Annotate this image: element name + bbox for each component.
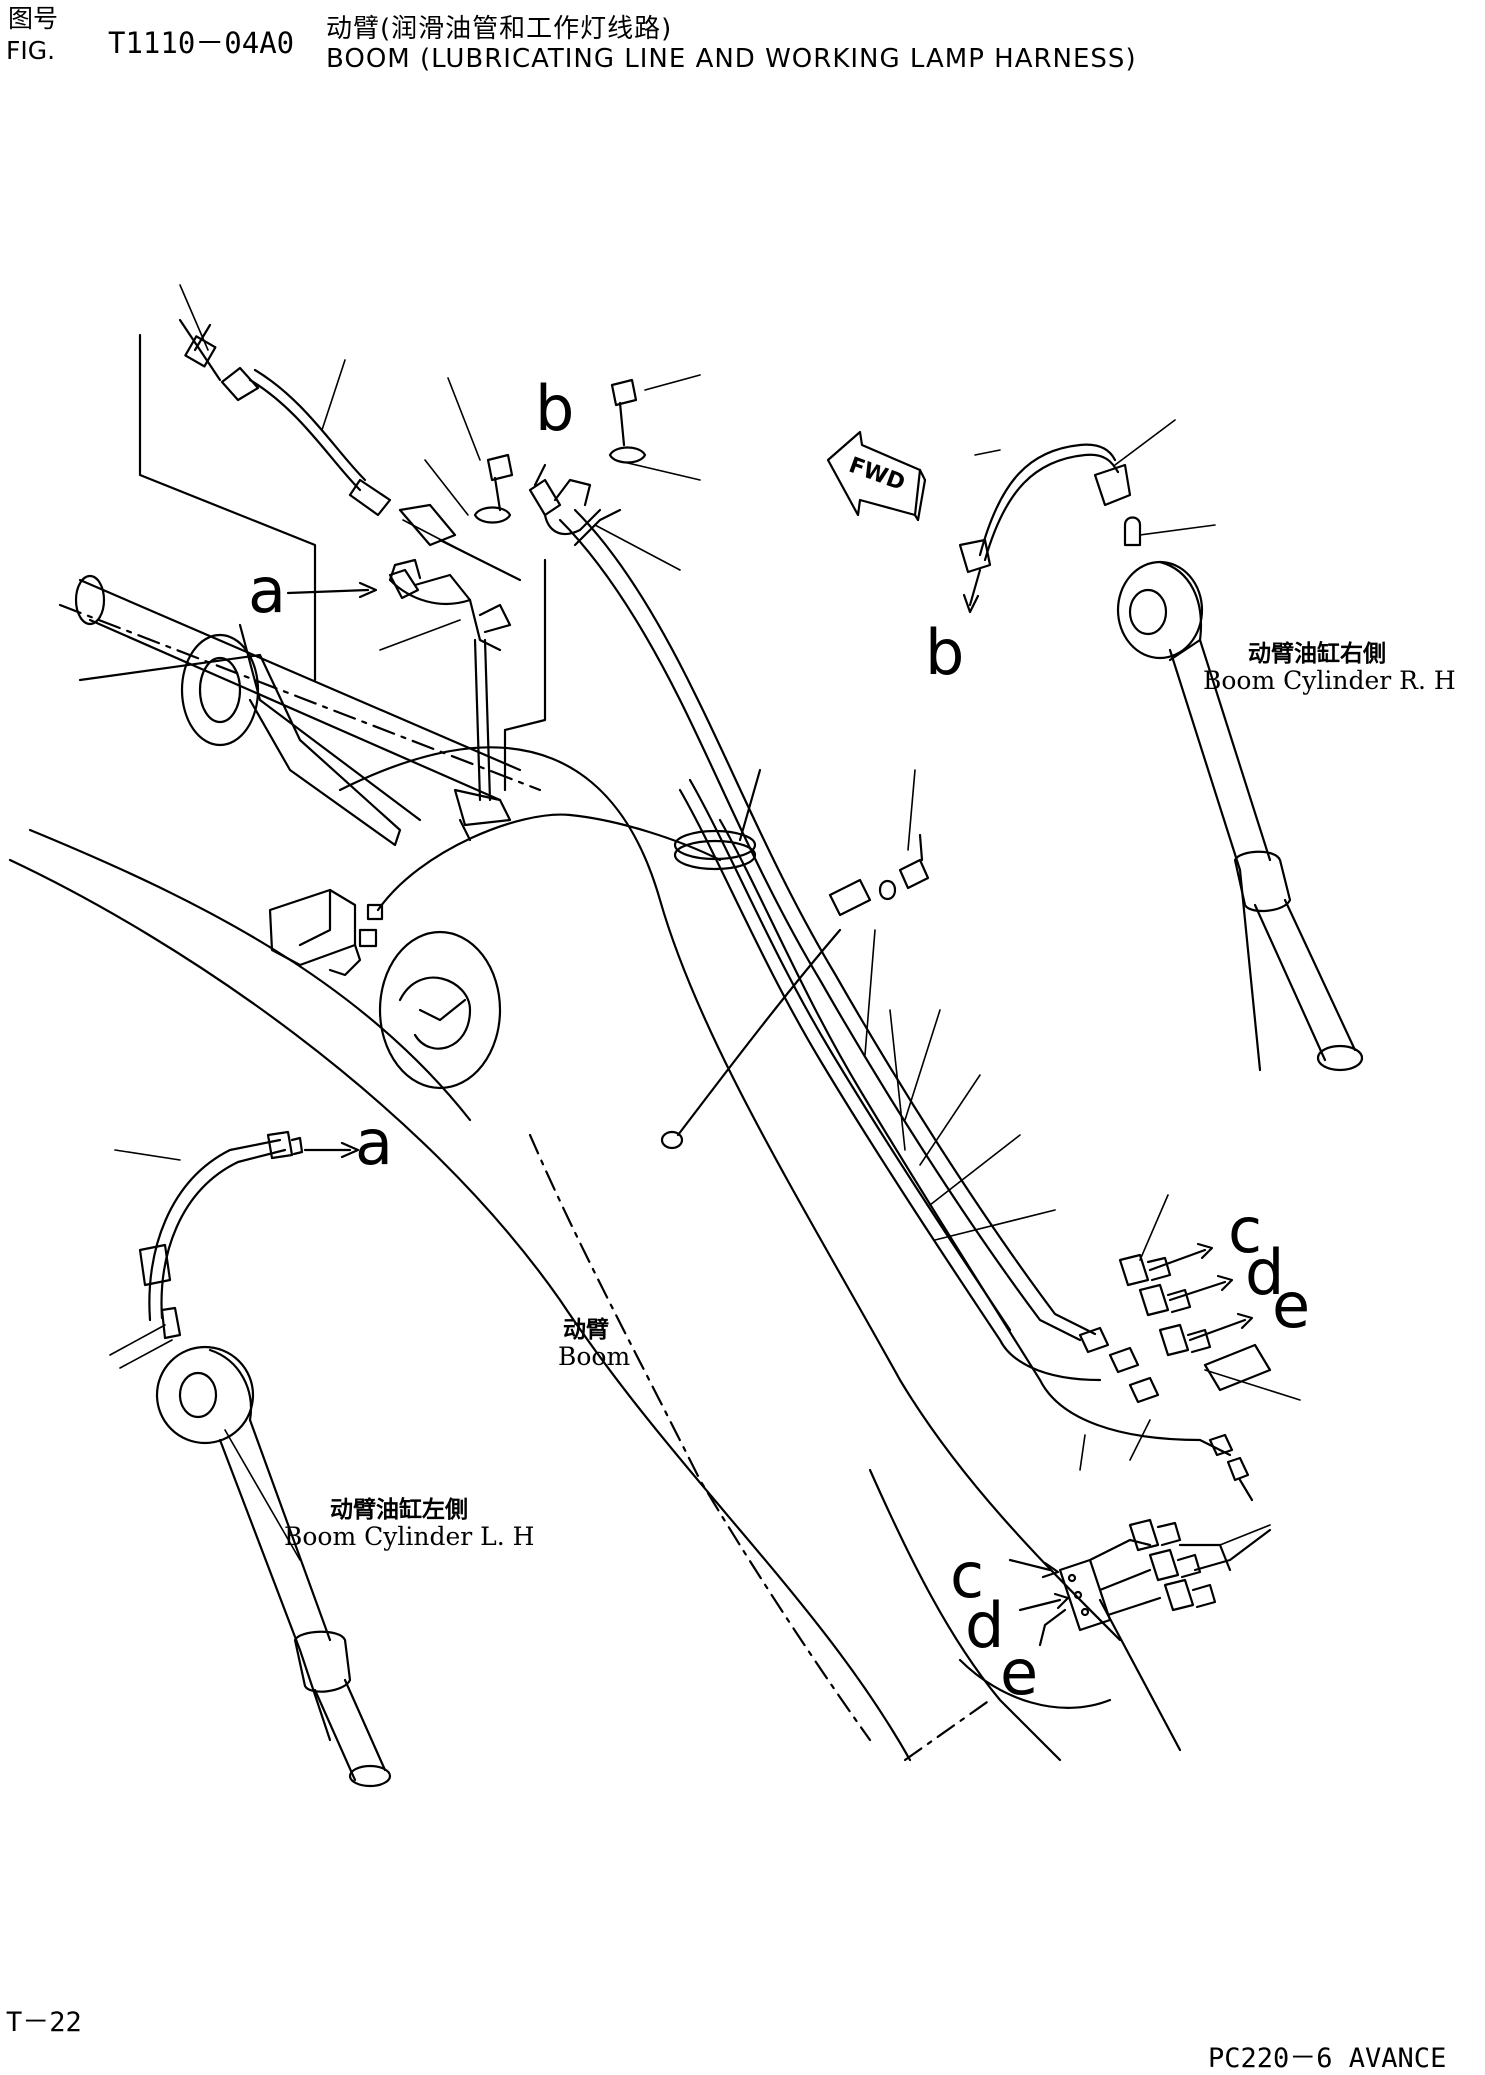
callout-c-upper: c xyxy=(1228,1194,1263,1267)
hose-rh xyxy=(978,443,1117,557)
callout-c-lower: c xyxy=(950,1539,985,1612)
boom-pin-shaft xyxy=(78,578,522,772)
bolt-1 xyxy=(486,453,514,512)
cylinder-lh-label-en: Boom Cylinder L. H xyxy=(284,1522,535,1551)
boom-outline xyxy=(8,858,912,1762)
cylinder-lh-eye xyxy=(155,1345,255,1445)
callout-a-upper: a xyxy=(248,554,286,627)
model-name: PC220－6 AVANCE xyxy=(1208,2043,1447,2074)
fig-label-en: FIG. xyxy=(6,36,56,65)
lube-pipe-3 xyxy=(678,788,1102,1382)
grease-bracket-plate xyxy=(1058,1558,1112,1632)
hose-lh xyxy=(148,1138,282,1322)
title-en: BOOM (LUBRICATING LINE AND WORKING LAMP … xyxy=(326,44,1137,74)
boom-label-cn: 动臂 xyxy=(563,1316,609,1343)
boom-label-en: Boom xyxy=(558,1342,631,1371)
callout-b-upper: b xyxy=(535,372,575,445)
working-lamp xyxy=(268,888,357,967)
lube-pipe-2 xyxy=(573,508,1097,1336)
cylinder-rh-label-en: Boom Cylinder R. H xyxy=(1203,666,1456,695)
fwd-arrow xyxy=(826,430,922,517)
lamp-harness xyxy=(376,813,722,912)
callout-d-lower: d xyxy=(965,1589,1005,1662)
cylinder-rh-rod xyxy=(1168,648,1262,1072)
callout-d-upper: d xyxy=(1245,1236,1285,1309)
cylinder-rh-label-cn: 动臂油缸右側 xyxy=(1248,640,1386,667)
title-cn: 动臂(润滑油管和工作灯线路) xyxy=(326,14,673,44)
grease-nipple-group-upper xyxy=(1078,1253,1212,1404)
lube-pipe-1 xyxy=(558,518,1082,1342)
cylinder-lh-label-cn: 动臂油缸左側 xyxy=(330,1496,468,1523)
cylinder-lh-rod xyxy=(218,1438,332,1742)
callout-b-right: b xyxy=(925,616,965,689)
callout-e-upper: e xyxy=(1272,1269,1311,1342)
callout-a-lower: a xyxy=(355,1106,393,1179)
pipe-top-left xyxy=(248,378,362,492)
fig-label-cn: 图号 xyxy=(8,4,59,33)
figure-number: T1110－04A0 xyxy=(108,26,295,60)
bolt-2 xyxy=(610,378,638,447)
page-number: T－22 xyxy=(6,2007,82,2038)
grease-nipple-group-lower xyxy=(1128,1518,1217,1612)
callout-e-lower: e xyxy=(1000,1636,1039,1709)
boom-pivot xyxy=(378,930,502,1090)
